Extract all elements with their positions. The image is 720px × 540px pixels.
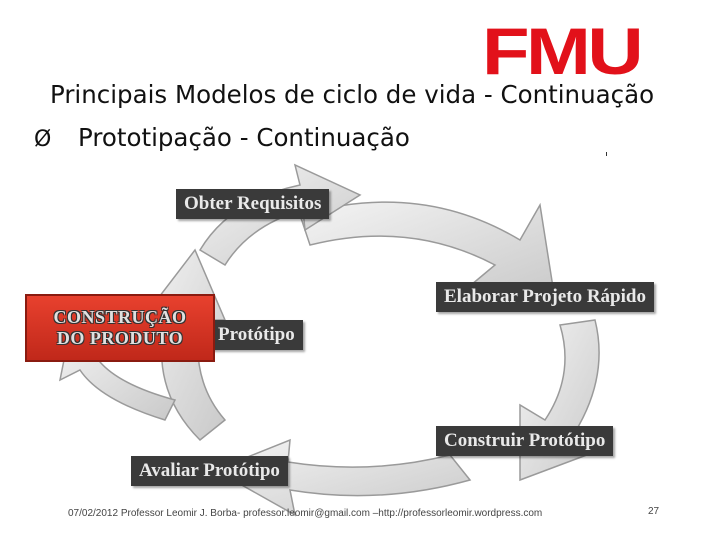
fmu-logo: FMU (482, 14, 644, 88)
subtitle-text: Prototipação - Continuação (78, 123, 410, 152)
product-line-1: CONSTRUÇÃO (53, 307, 187, 327)
stage-elaborar-projeto-rapido: Elaborar Projeto Rápido (436, 282, 654, 312)
stage-construir-prototipo: Construir Protótipo (436, 426, 614, 456)
stage-prototipo: Protótipo (210, 320, 303, 350)
arrow-bullet-icon: Ø (34, 127, 52, 152)
slide-footer: 07/02/2012 Professor Leomir J. Borba- pr… (68, 508, 543, 519)
page-number: 27 (648, 506, 660, 517)
stage-obter-requisitos: Obter Requisitos (176, 189, 330, 219)
slide-subtitle: Ø Prototipação - Continuação (34, 123, 410, 152)
stage-avaliar-prototipo: Avaliar Protótipo (131, 456, 288, 486)
product-line-2: DO PRODUTO (56, 328, 184, 348)
slide-title: Principais Modelos de ciclo de vida - Co… (50, 80, 655, 109)
stray-mark (606, 152, 607, 156)
arrow-segment-2 (519, 319, 603, 482)
arrow-segment-1 (299, 201, 556, 301)
